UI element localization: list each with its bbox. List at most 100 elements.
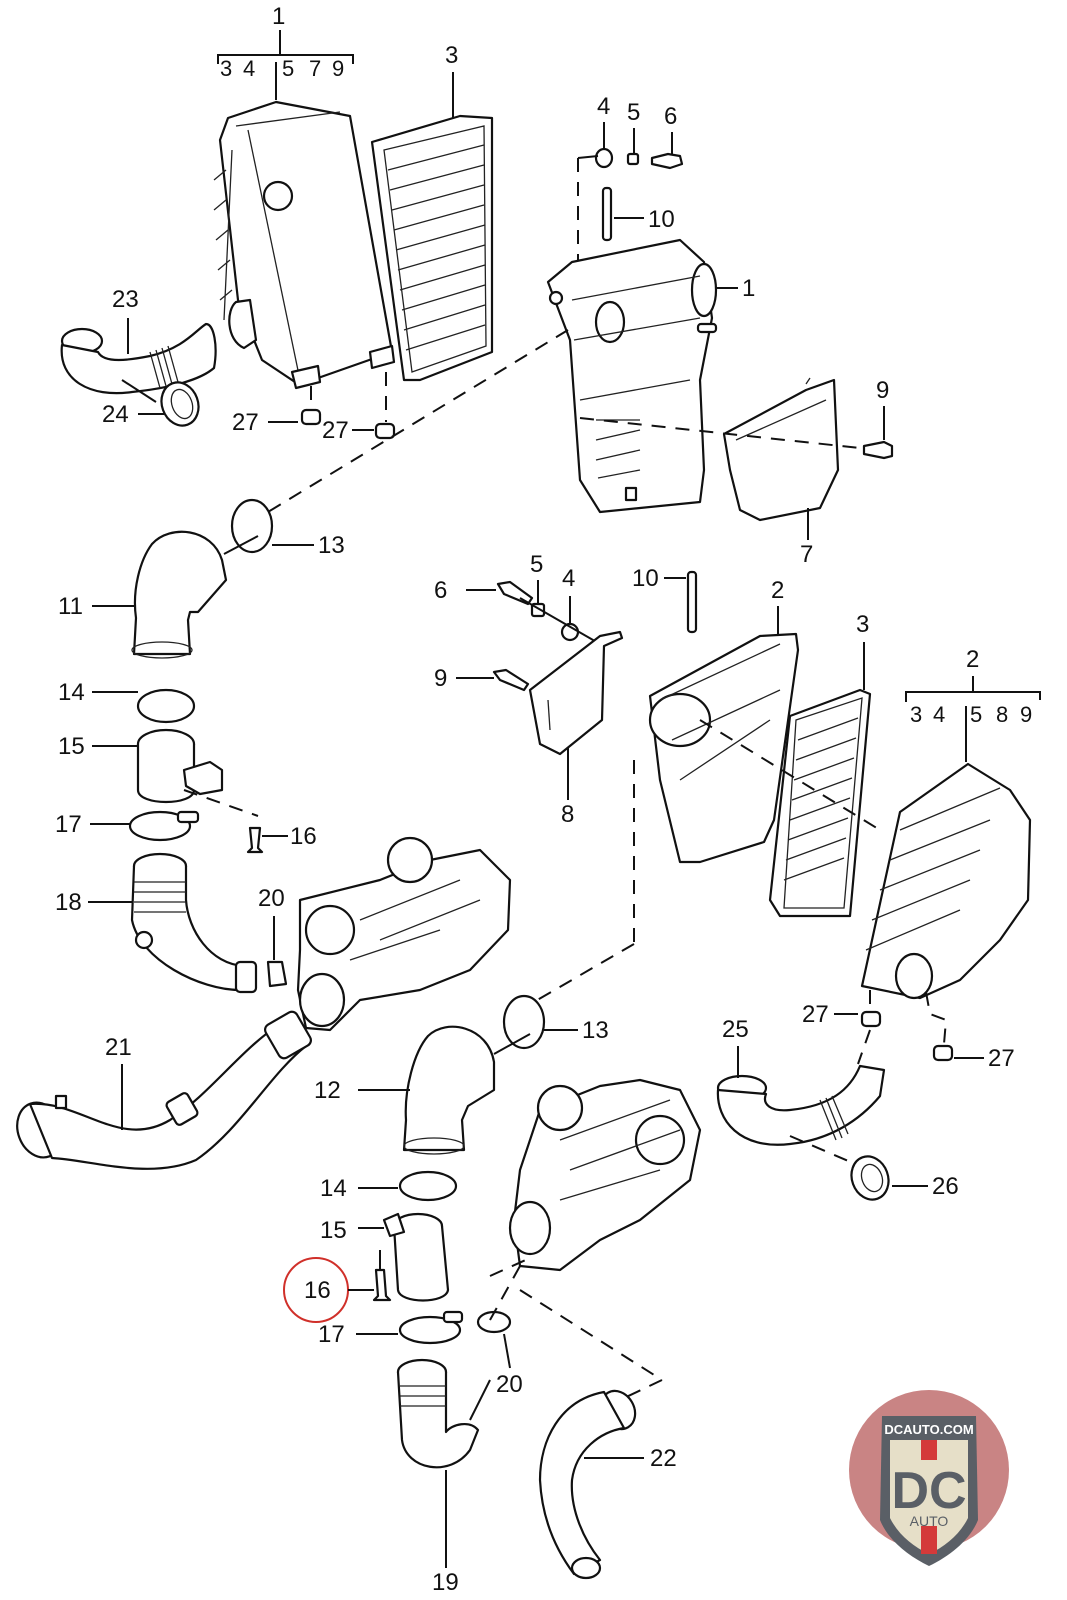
- air-filter-mid: [768, 688, 872, 918]
- bracket2-item-5: 5: [970, 702, 982, 727]
- airbox-lower-2: [648, 632, 800, 864]
- turbocharger-bottom: [508, 1078, 702, 1272]
- logo-letters: DC: [891, 1462, 966, 1520]
- callout-15-bot: 15: [320, 1217, 347, 1244]
- clamp-20-bot: [476, 1310, 512, 1334]
- callout-9-mid: 9: [434, 665, 447, 692]
- bracket1-item-5: 5: [282, 56, 294, 81]
- hose-22: [538, 1389, 637, 1580]
- callout-4-top: 4: [597, 93, 610, 120]
- bolt-6-mid: [496, 580, 534, 606]
- hose-25: [716, 1064, 886, 1146]
- grommet-4-top: [594, 147, 614, 169]
- bolt-9-top: [862, 440, 894, 460]
- callout-27-a: 27: [232, 409, 259, 436]
- o-ring-13-bot: [502, 994, 546, 1050]
- bracket2-item-9: 9: [1020, 702, 1032, 727]
- hose-23: [60, 322, 217, 395]
- callout-20-bot: 20: [496, 1371, 523, 1398]
- bracket-group-1: 1 3 4 5 7 9: [217, 3, 354, 100]
- grommet-27-d: [932, 1044, 954, 1062]
- o-ring-14-top: [136, 688, 196, 724]
- screw-16-bot: [372, 1268, 392, 1302]
- grommet-27-c: [860, 1010, 882, 1028]
- callout-20-top: 20: [258, 885, 285, 912]
- callout-1-right: 1: [742, 275, 755, 302]
- bolt-10-top: [601, 186, 613, 242]
- logo-site-text: DCAUTO.COM: [884, 1422, 973, 1437]
- callout-2-mid: 2: [771, 577, 784, 604]
- airbox-lower-1: [546, 238, 718, 514]
- bolt-9-mid: [492, 668, 530, 692]
- heat-shield-7: [722, 377, 840, 522]
- bracket1-item-9: 9: [332, 56, 344, 81]
- logo-sub-text: AUTO: [910, 1513, 949, 1529]
- callout-17-top: 17: [55, 811, 82, 838]
- callout-3-top: 3: [445, 42, 458, 69]
- maf-sensor-15-bot: [382, 1212, 450, 1302]
- spacer-5-top: [626, 152, 640, 166]
- callout-1-top: 1: [272, 3, 285, 30]
- callout-21: 21: [105, 1034, 132, 1061]
- grommet-27-a: [300, 408, 322, 426]
- callout-6-top: 6: [664, 103, 677, 130]
- bracket1-item-7: 7: [309, 56, 321, 81]
- airbox-housing-top: [213, 100, 396, 390]
- callout-27-c: 27: [802, 1001, 829, 1028]
- bracket1-item-4: 4: [243, 56, 255, 81]
- callout-8: 8: [561, 801, 574, 828]
- seal-26: [850, 1155, 890, 1201]
- clamp-17-top: [128, 810, 192, 842]
- elbow-11: [131, 530, 228, 659]
- callout-6-mid: 6: [434, 577, 447, 604]
- callout-5-top: 5: [627, 99, 640, 126]
- o-ring-13-top: [230, 498, 274, 554]
- callout-5-mid: 5: [530, 551, 543, 578]
- turbocharger-top: [296, 836, 512, 1032]
- bolt-10-mid: [686, 570, 698, 634]
- callout-26: 26: [932, 1173, 959, 1200]
- dcauto-logo: DCAUTO.COM DC AUTO: [849, 1390, 1009, 1566]
- callout-25: 25: [722, 1016, 749, 1043]
- callout-27-d: 27: [988, 1045, 1015, 1072]
- bracket1-item-3: 3: [220, 56, 232, 81]
- callout-24: 24: [102, 401, 129, 428]
- callout-18: 18: [55, 889, 82, 916]
- callout-17-bot: 17: [318, 1321, 345, 1348]
- callout-22: 22: [650, 1445, 677, 1472]
- bracket2-item-4: 4: [933, 702, 945, 727]
- callout-19: 19: [432, 1569, 459, 1596]
- bracket-8: [528, 630, 624, 756]
- elbow-12: [402, 1025, 496, 1155]
- bolt-6-top: [650, 152, 684, 170]
- airbox-housing-right: [860, 762, 1032, 1000]
- callout-7: 7: [800, 541, 813, 568]
- callout-4-mid: 4: [562, 565, 575, 592]
- callout-12: 12: [314, 1077, 341, 1104]
- hose-21: [16, 1010, 312, 1170]
- bracket2-item-3: 3: [910, 702, 922, 727]
- o-ring-14-bot: [398, 1170, 458, 1202]
- callout-16-top: 16: [290, 823, 317, 850]
- hose-18: [130, 852, 258, 994]
- clamp-17-bot: [398, 1315, 462, 1345]
- callout-16-bot: 16: [304, 1277, 331, 1304]
- callout-15-top: 15: [58, 733, 85, 760]
- clamp-20-top: [266, 960, 288, 988]
- callout-27-b: 27: [322, 417, 349, 444]
- callout-13-top: 13: [318, 532, 345, 559]
- seal-24: [160, 381, 200, 427]
- callout-14-bot: 14: [320, 1175, 347, 1202]
- callout-23: 23: [112, 286, 139, 313]
- bracket-group-2: 2 3 4 5 8 9: [905, 646, 1041, 762]
- callout-10-top: 10: [648, 206, 675, 233]
- callout-11: 11: [58, 593, 83, 620]
- screw-16-top: [246, 826, 264, 854]
- pipe-19: [396, 1358, 480, 1469]
- callout-13-bot: 13: [582, 1017, 609, 1044]
- bracket2-item-8: 8: [996, 702, 1008, 727]
- callout-9-top: 9: [876, 377, 889, 404]
- callout-10-mid: 10: [632, 565, 659, 592]
- callout-2-right: 2: [966, 646, 979, 673]
